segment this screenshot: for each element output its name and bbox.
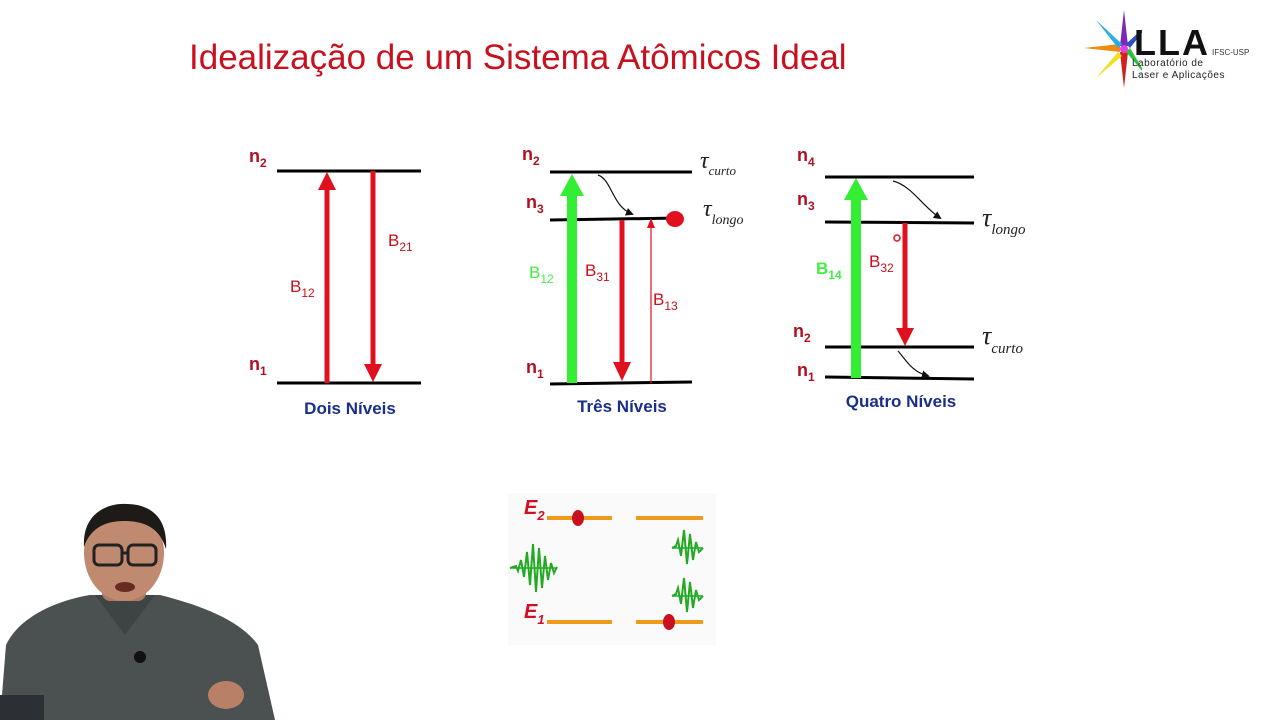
tau-curto: τcurto xyxy=(700,148,737,178)
logo-line1: Laboratório de xyxy=(1132,58,1204,69)
absorption-thin-arrowhead xyxy=(647,218,655,228)
level-n1-line xyxy=(549,380,693,386)
logo-tag: IFSC-USP xyxy=(1212,48,1250,57)
three-level-diagram: n2 n3 n1 B12 B31 B13 τcurto τlongo Três … xyxy=(522,144,743,416)
label-B21: B21 xyxy=(388,231,413,254)
label-B14: B14 xyxy=(816,259,842,282)
label-B12: B12 xyxy=(290,277,315,300)
emitted-photon-wave-2 xyxy=(671,577,704,613)
laptop-corner xyxy=(0,695,44,720)
logo-line2: Laser e Aplicações xyxy=(1132,70,1225,81)
pump-arrow xyxy=(567,194,577,383)
star-logo-icon xyxy=(1084,10,1142,88)
pump-arrow xyxy=(851,198,861,378)
presenter-glasses-right xyxy=(126,543,158,567)
pump-arrowhead xyxy=(560,174,584,196)
pump-arrowhead xyxy=(844,178,868,200)
emission-arrowhead xyxy=(364,364,382,382)
two-level-diagram: n2 n1 B12 B21 Dois Níveis xyxy=(249,146,421,418)
label-n4: n4 xyxy=(797,145,815,169)
four-level-diagram: n4 n3 n2 n1 B14 B32 τlongo τcurto Quatro… xyxy=(793,145,1026,411)
label-B12: B12 xyxy=(529,263,554,286)
presenter-collar xyxy=(95,595,155,635)
level-n3-line xyxy=(824,220,975,225)
laser-arrowhead xyxy=(613,362,631,381)
label-n1: n1 xyxy=(797,360,815,384)
laser-arrowhead xyxy=(896,328,914,346)
label-B13: B13 xyxy=(653,290,678,313)
label-n3: n3 xyxy=(797,189,815,213)
slide-title: Idealização de um Sistema Atômicos Ideal xyxy=(189,38,847,77)
logo-text: LLA xyxy=(1134,22,1210,63)
level-n1-line xyxy=(824,375,975,381)
electron-excited xyxy=(572,510,584,526)
caption-three-level: Três Níveis xyxy=(577,397,667,416)
presenter-mouth xyxy=(115,582,135,592)
label-n2: n2 xyxy=(249,146,267,170)
label-n2: n2 xyxy=(793,321,811,345)
label-n1: n1 xyxy=(526,357,544,381)
label-B31: B31 xyxy=(585,261,610,284)
decay-curve-upper xyxy=(892,180,942,220)
tau-curto: τcurto xyxy=(982,321,1023,357)
label-E2: E2 xyxy=(524,497,545,523)
decay-curve-lower xyxy=(897,350,930,379)
presenter-video xyxy=(0,503,275,720)
label-n2: n2 xyxy=(522,144,540,168)
caption-two-level: Dois Níveis xyxy=(304,399,396,418)
label-E1: E1 xyxy=(524,601,545,627)
label-B32: B32 xyxy=(869,252,894,275)
lla-logo: LLA IFSC-USP Laboratório de Laser e Apli… xyxy=(1082,8,1272,92)
caption-four-level: Quatro Níveis xyxy=(846,392,957,411)
electron-ground xyxy=(663,614,675,630)
presenter-glasses-left xyxy=(92,543,124,567)
tau-longo: τlongo xyxy=(703,196,743,228)
stimulated-emission-illustration: E2 E1 xyxy=(508,493,716,645)
presenter-hair xyxy=(83,503,167,549)
absorption-arrowhead xyxy=(318,172,336,190)
label-n3: n3 xyxy=(526,192,544,216)
presenter-hand xyxy=(208,681,244,709)
decay-curve-arrow xyxy=(597,174,634,216)
emitted-photon-wave-1 xyxy=(671,529,704,565)
tau-longo: τlongo xyxy=(982,203,1026,238)
population-dot xyxy=(666,211,684,227)
lapel-mic-icon xyxy=(134,651,146,663)
population-marker xyxy=(893,234,901,242)
label-n1: n1 xyxy=(249,354,267,378)
